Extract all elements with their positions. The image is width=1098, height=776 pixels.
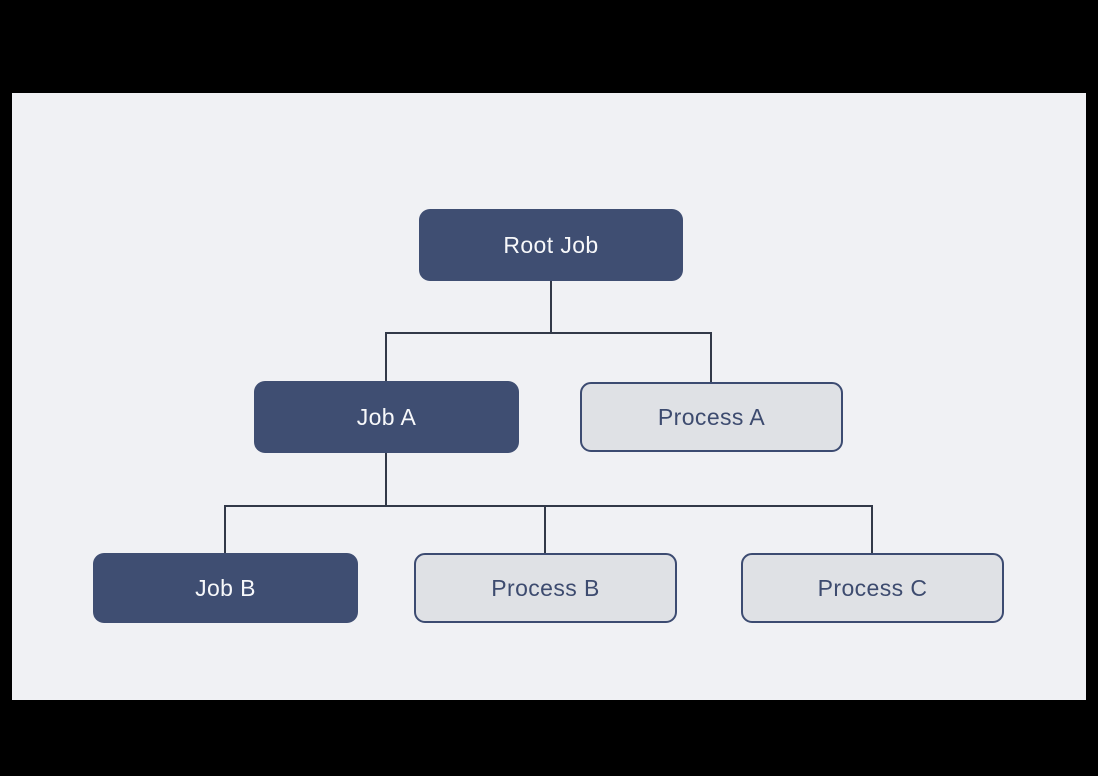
node-process-c-label: Process C: [817, 574, 928, 601]
node-process-a-label: Process A: [657, 403, 766, 430]
node-process-a: Process A: [580, 382, 843, 452]
node-root-job-label: Root Job: [503, 231, 599, 258]
node-job-a: Job A: [254, 381, 519, 453]
node-job-b: Job B: [93, 553, 358, 623]
node-process-b: Process B: [414, 553, 677, 623]
node-process-b-label: Process B: [491, 574, 600, 601]
connector-level2-bus: [224, 505, 873, 507]
connector-level1-bus: [385, 332, 712, 334]
diagram-canvas: Root Job Job A Process A Job B Process B…: [12, 93, 1086, 700]
connector-root-to-process-a: [710, 332, 712, 382]
connector-root-drop: [550, 281, 552, 333]
node-job-a-label: Job A: [356, 403, 417, 430]
connector-job-a-to-process-b: [544, 505, 546, 553]
node-root-job: Root Job: [419, 209, 683, 281]
connector-root-to-job-a: [385, 332, 387, 381]
connector-job-a-to-process-c: [871, 505, 873, 553]
node-process-c: Process C: [741, 553, 1004, 623]
connector-job-a-drop: [385, 453, 387, 506]
node-job-b-label: Job B: [195, 574, 256, 601]
connector-job-a-to-job-b: [224, 505, 226, 553]
